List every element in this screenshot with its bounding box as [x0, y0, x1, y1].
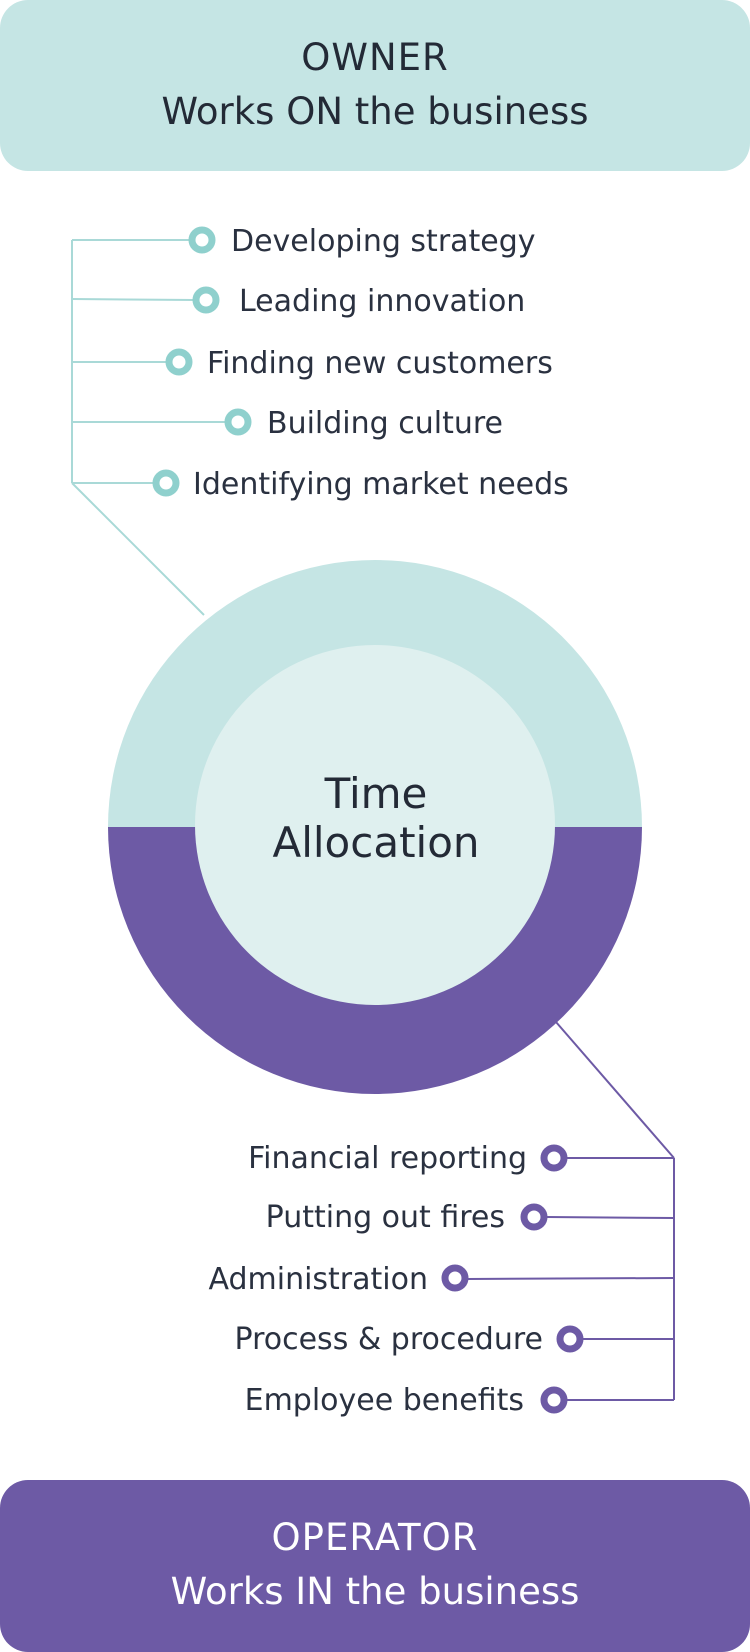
operator-title: OPERATOR — [271, 1516, 479, 1559]
owner-item-5: Identifying market needs — [152, 467, 569, 502]
owner-bullet-icon — [165, 348, 193, 376]
owner-item-label: Building culture — [267, 406, 503, 441]
owner-item-4: Building culture — [224, 406, 503, 441]
center-circle — [195, 645, 555, 1005]
center-label-line2: Allocation — [272, 818, 479, 867]
operator-item-label: Employee benefits — [245, 1383, 524, 1418]
operator-connector — [466, 1021, 675, 1401]
owner-item-2: Leading innovation — [192, 284, 525, 319]
owner-bullet-icon — [152, 469, 180, 497]
operator-item-2: Putting out fires — [266, 1200, 548, 1235]
time-allocation-ring — [108, 560, 642, 1094]
owner-subtitle: Works ON the business — [161, 90, 589, 133]
owner-item-3: Finding new customers — [165, 346, 553, 381]
operator-item-label: Administration — [208, 1262, 428, 1297]
owner-title: OWNER — [301, 36, 449, 79]
owner-banner: OWNER Works ON the business — [0, 0, 750, 171]
owner-item-1: Developing strategy — [188, 224, 536, 259]
operator-item-label: Financial reporting — [248, 1141, 527, 1176]
owner-bullet-icon — [192, 286, 220, 314]
operator-item-label: Process & procedure — [235, 1322, 543, 1357]
owner-connector — [71, 239, 226, 616]
operator-bullet-icon — [540, 1144, 568, 1172]
operator-bullet-icon — [540, 1386, 568, 1414]
operator-bullet-icon — [520, 1203, 548, 1231]
operator-bullet-icon — [441, 1264, 469, 1292]
owner-item-label: Developing strategy — [231, 224, 536, 259]
center-label-line1: Time — [324, 769, 428, 818]
operator-item-label: Putting out fires — [266, 1200, 505, 1235]
owner-item-label: Identifying market needs — [193, 467, 569, 502]
operator-subtitle: Works IN the business — [170, 1570, 580, 1613]
operator-banner: OPERATOR Works IN the business — [0, 1480, 750, 1652]
owner-bullet-icon — [188, 226, 216, 254]
operator-item-3: Administration — [208, 1262, 469, 1297]
owner-item-label: Leading innovation — [239, 284, 525, 319]
operator-item-1: Financial reporting — [248, 1141, 568, 1176]
owner-bullet-icon — [224, 408, 252, 436]
operator-bullet-icon — [556, 1325, 584, 1353]
operator-item-4: Process & procedure — [235, 1322, 584, 1357]
operator-item-5: Employee benefits — [245, 1383, 568, 1418]
owner-item-label: Finding new customers — [207, 346, 553, 381]
